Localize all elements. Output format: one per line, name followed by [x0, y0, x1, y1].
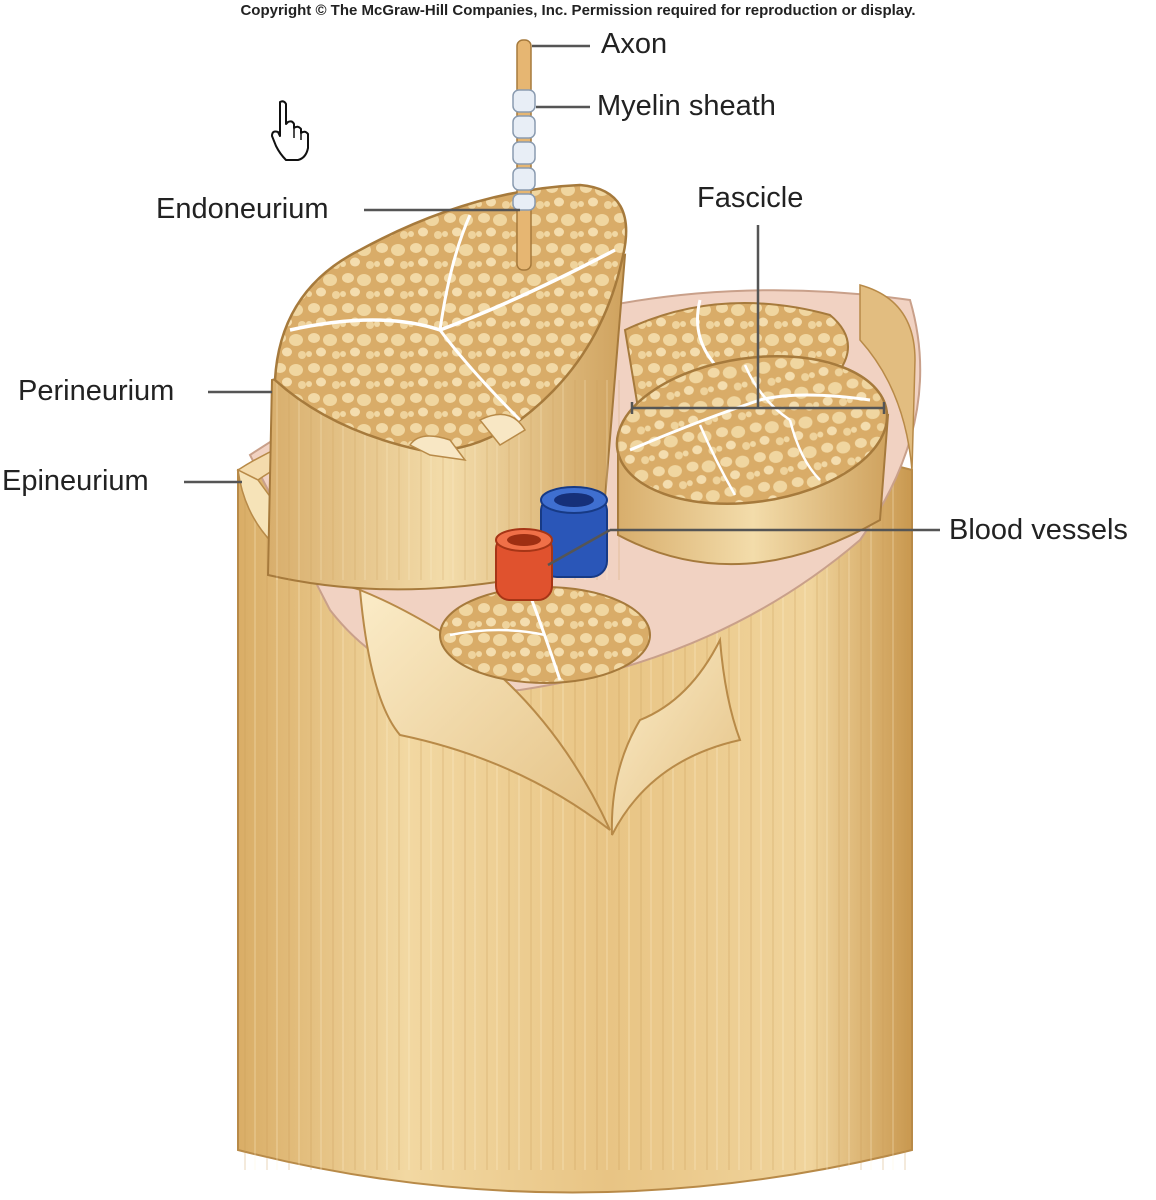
label-fascicle: Fascicle	[697, 182, 804, 214]
epineurium-flap-right	[610, 636, 742, 836]
hand-pointer-icon	[271, 100, 309, 161]
label-myelin-sheath: Myelin sheath	[597, 90, 776, 122]
label-perineurium: Perineurium	[18, 375, 175, 407]
label-axon: Axon	[601, 28, 668, 60]
myelin-sheath	[512, 89, 536, 211]
copyright-notice: Copyright © The McGraw-Hill Companies, I…	[240, 2, 916, 19]
blood-vessel-artery	[495, 528, 553, 601]
label-epineurium: Epineurium	[2, 465, 149, 497]
label-endoneurium: Endoneurium	[156, 193, 329, 225]
label-blood-vessels: Blood vessels	[949, 514, 1128, 546]
leader-lines	[184, 44, 940, 567]
